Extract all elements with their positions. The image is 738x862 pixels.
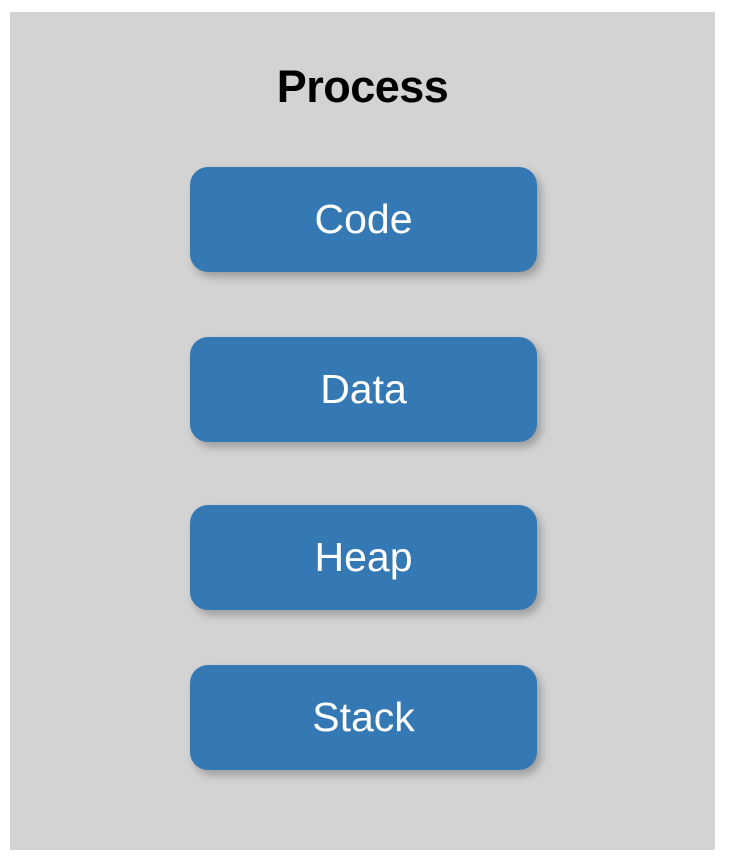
code-segment[interactable]: Code xyxy=(190,167,537,272)
heap-segment[interactable]: Heap xyxy=(190,505,537,610)
stack-segment-label: Stack xyxy=(312,694,415,740)
heap-segment-label: Heap xyxy=(314,534,413,580)
code-segment-label: Code xyxy=(314,196,413,242)
segment-stack: Code Data Heap Stack xyxy=(10,12,715,850)
data-segment-label: Data xyxy=(320,366,407,412)
data-segment[interactable]: Data xyxy=(190,337,537,442)
stack-segment[interactable]: Stack xyxy=(190,665,537,770)
diagram-panel: Process Code Data Heap Stack xyxy=(10,12,715,850)
page-title: Process xyxy=(276,61,449,112)
